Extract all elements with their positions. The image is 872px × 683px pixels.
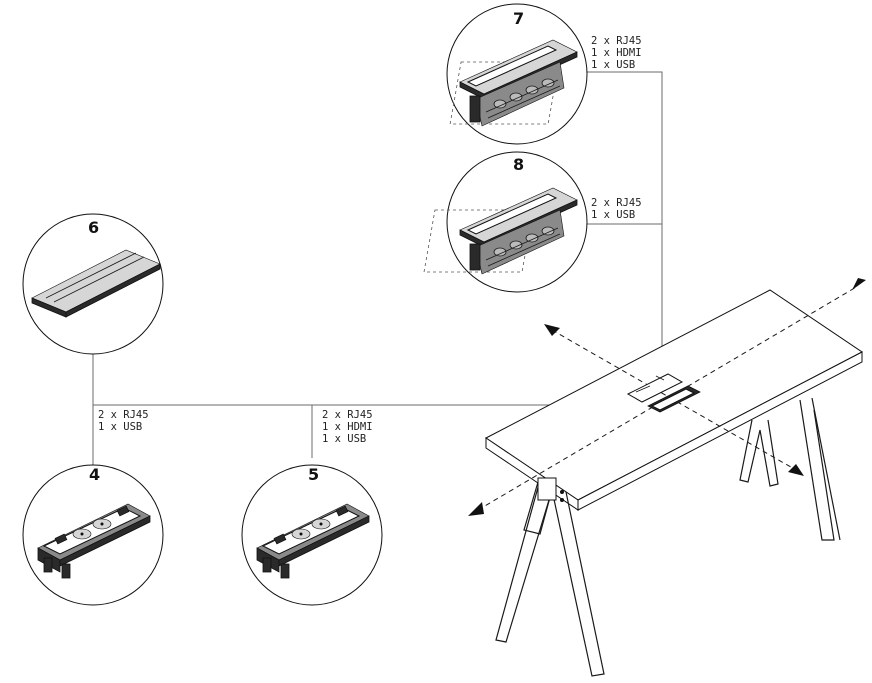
callout-5-line-2: 1 x HDMI xyxy=(322,421,373,433)
callout-labels: 7 2 x RJ45 1 x HDMI 1 x USB 8 2 x RJ45 1… xyxy=(88,9,642,484)
callout-5-line-1: 2 x RJ45 xyxy=(322,409,373,421)
callout-number-5: 5 xyxy=(308,465,319,484)
callout-5-line-3: 1 x USB xyxy=(322,433,366,445)
module-7-illustration xyxy=(449,39,578,127)
callout-number-6: 6 xyxy=(88,218,99,237)
callout-number-4: 4 xyxy=(89,465,100,484)
callout-number-7: 7 xyxy=(513,9,524,28)
callout-4-line-1: 2 x RJ45 xyxy=(98,409,149,421)
callout-7-line-1: 2 x RJ45 xyxy=(591,35,642,47)
callout-8-line-1: 2 x RJ45 xyxy=(591,197,642,209)
desk-illustration xyxy=(468,278,866,677)
callout-4-line-2: 1 x USB xyxy=(98,421,142,433)
callout-7-line-3: 1 x USB xyxy=(591,59,635,71)
callout-7-line-2: 1 x HDMI xyxy=(591,47,642,59)
module-8-illustration xyxy=(423,187,578,275)
callout-number-8: 8 xyxy=(513,155,524,174)
callout-8-line-2: 1 x USB xyxy=(591,209,635,221)
leader-7 xyxy=(587,71,663,370)
module-5-illustration xyxy=(256,503,370,579)
module-4-illustration xyxy=(37,503,151,579)
module-6-illustration xyxy=(31,249,161,318)
